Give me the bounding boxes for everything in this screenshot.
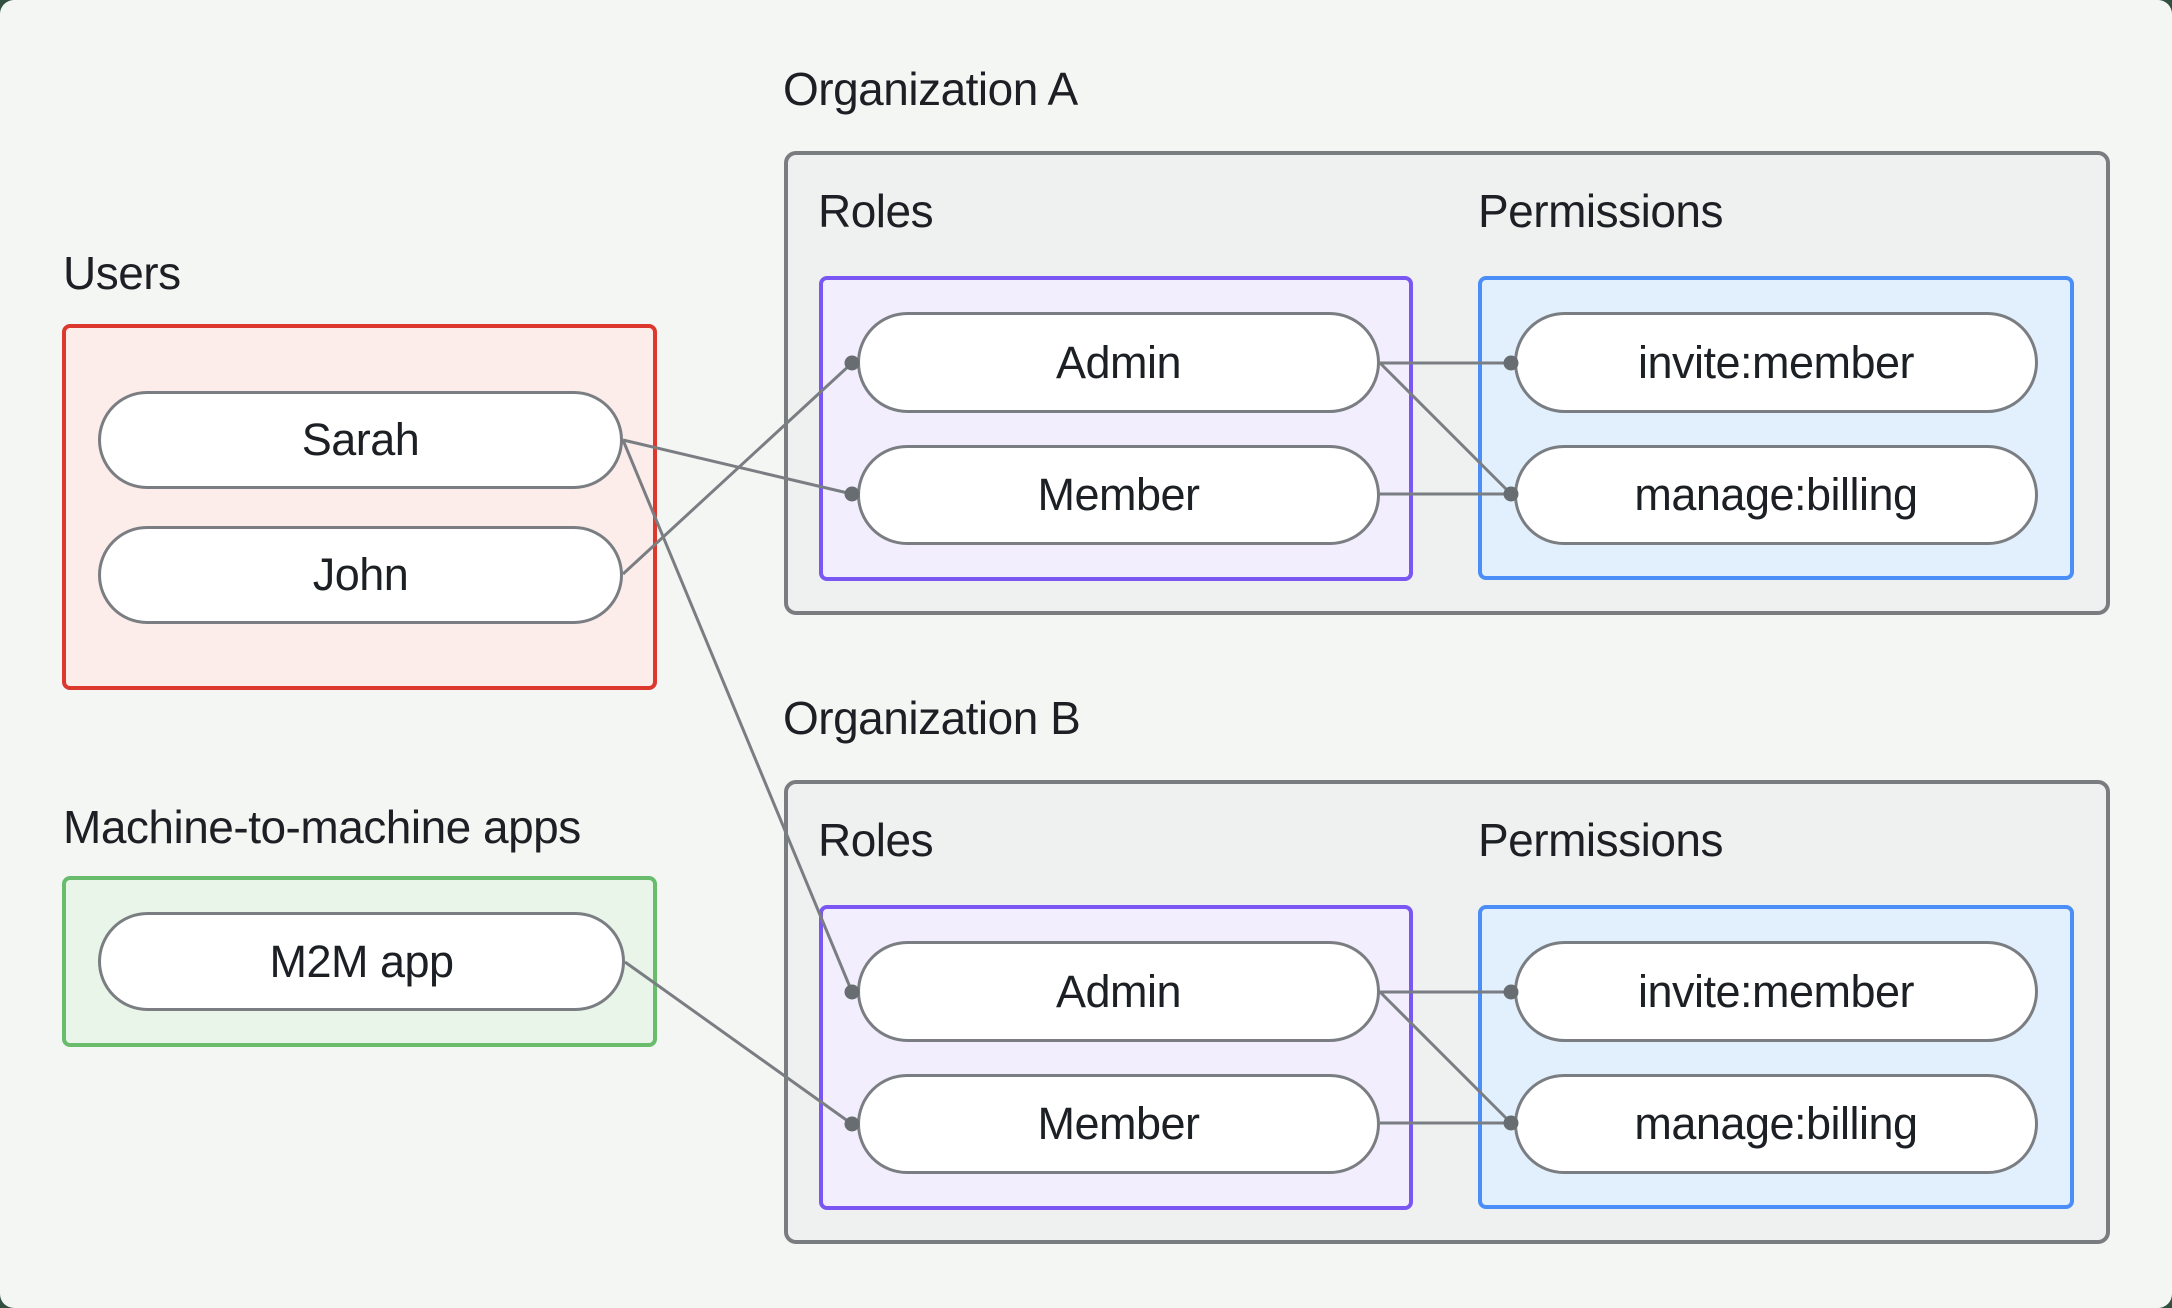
org-b-role-admin-label: Admin xyxy=(1055,965,1182,1017)
m2m-app-node: M2M app xyxy=(98,912,625,1011)
org-a-role-member: Member xyxy=(857,445,1380,545)
org-b-role-admin: Admin xyxy=(857,941,1380,1042)
org-a-permission-manage-billing-label: manage:billing xyxy=(1634,469,1918,520)
org-a-permission-manage-billing: manage:billing xyxy=(1514,445,2038,545)
org-b-permissions-label: Permissions xyxy=(1478,814,1724,866)
org-b-roles-label: Roles xyxy=(818,814,934,866)
m2m-app-node-label: M2M app xyxy=(269,935,454,987)
m2m-group-label: Machine-to-machine apps xyxy=(63,801,581,853)
org-b-role-member-label: Member xyxy=(1037,1098,1200,1149)
org-b-permission-invite-member: invite:member xyxy=(1514,941,2038,1042)
org-a-roles-label: Roles xyxy=(818,185,934,237)
user-node-sarah: Sarah xyxy=(98,391,623,489)
org-b-label: Organization B xyxy=(783,692,1081,744)
org-a-permission-invite-member: invite:member xyxy=(1514,312,2038,413)
org-a-role-member-label: Member xyxy=(1037,469,1200,520)
org-a-permissions-label: Permissions xyxy=(1478,185,1724,237)
org-a-permission-invite-member-label: invite:member xyxy=(1637,336,1915,388)
user-node-sarah-label: Sarah xyxy=(301,414,420,465)
org-a-label: Organization A xyxy=(783,63,1078,115)
user-node-john-label: John xyxy=(312,549,409,600)
org-b-permission-invite-member-label: invite:member xyxy=(1637,965,1915,1017)
user-node-john: John xyxy=(98,526,623,624)
users-group-box xyxy=(62,324,657,690)
org-b-permission-manage-billing-label: manage:billing xyxy=(1634,1098,1918,1149)
org-b-role-member: Member xyxy=(857,1074,1380,1174)
org-b-permission-manage-billing: manage:billing xyxy=(1514,1074,2038,1174)
org-a-role-admin-label: Admin xyxy=(1055,336,1182,388)
users-group-label: Users xyxy=(63,247,181,299)
org-a-role-admin: Admin xyxy=(857,312,1380,413)
